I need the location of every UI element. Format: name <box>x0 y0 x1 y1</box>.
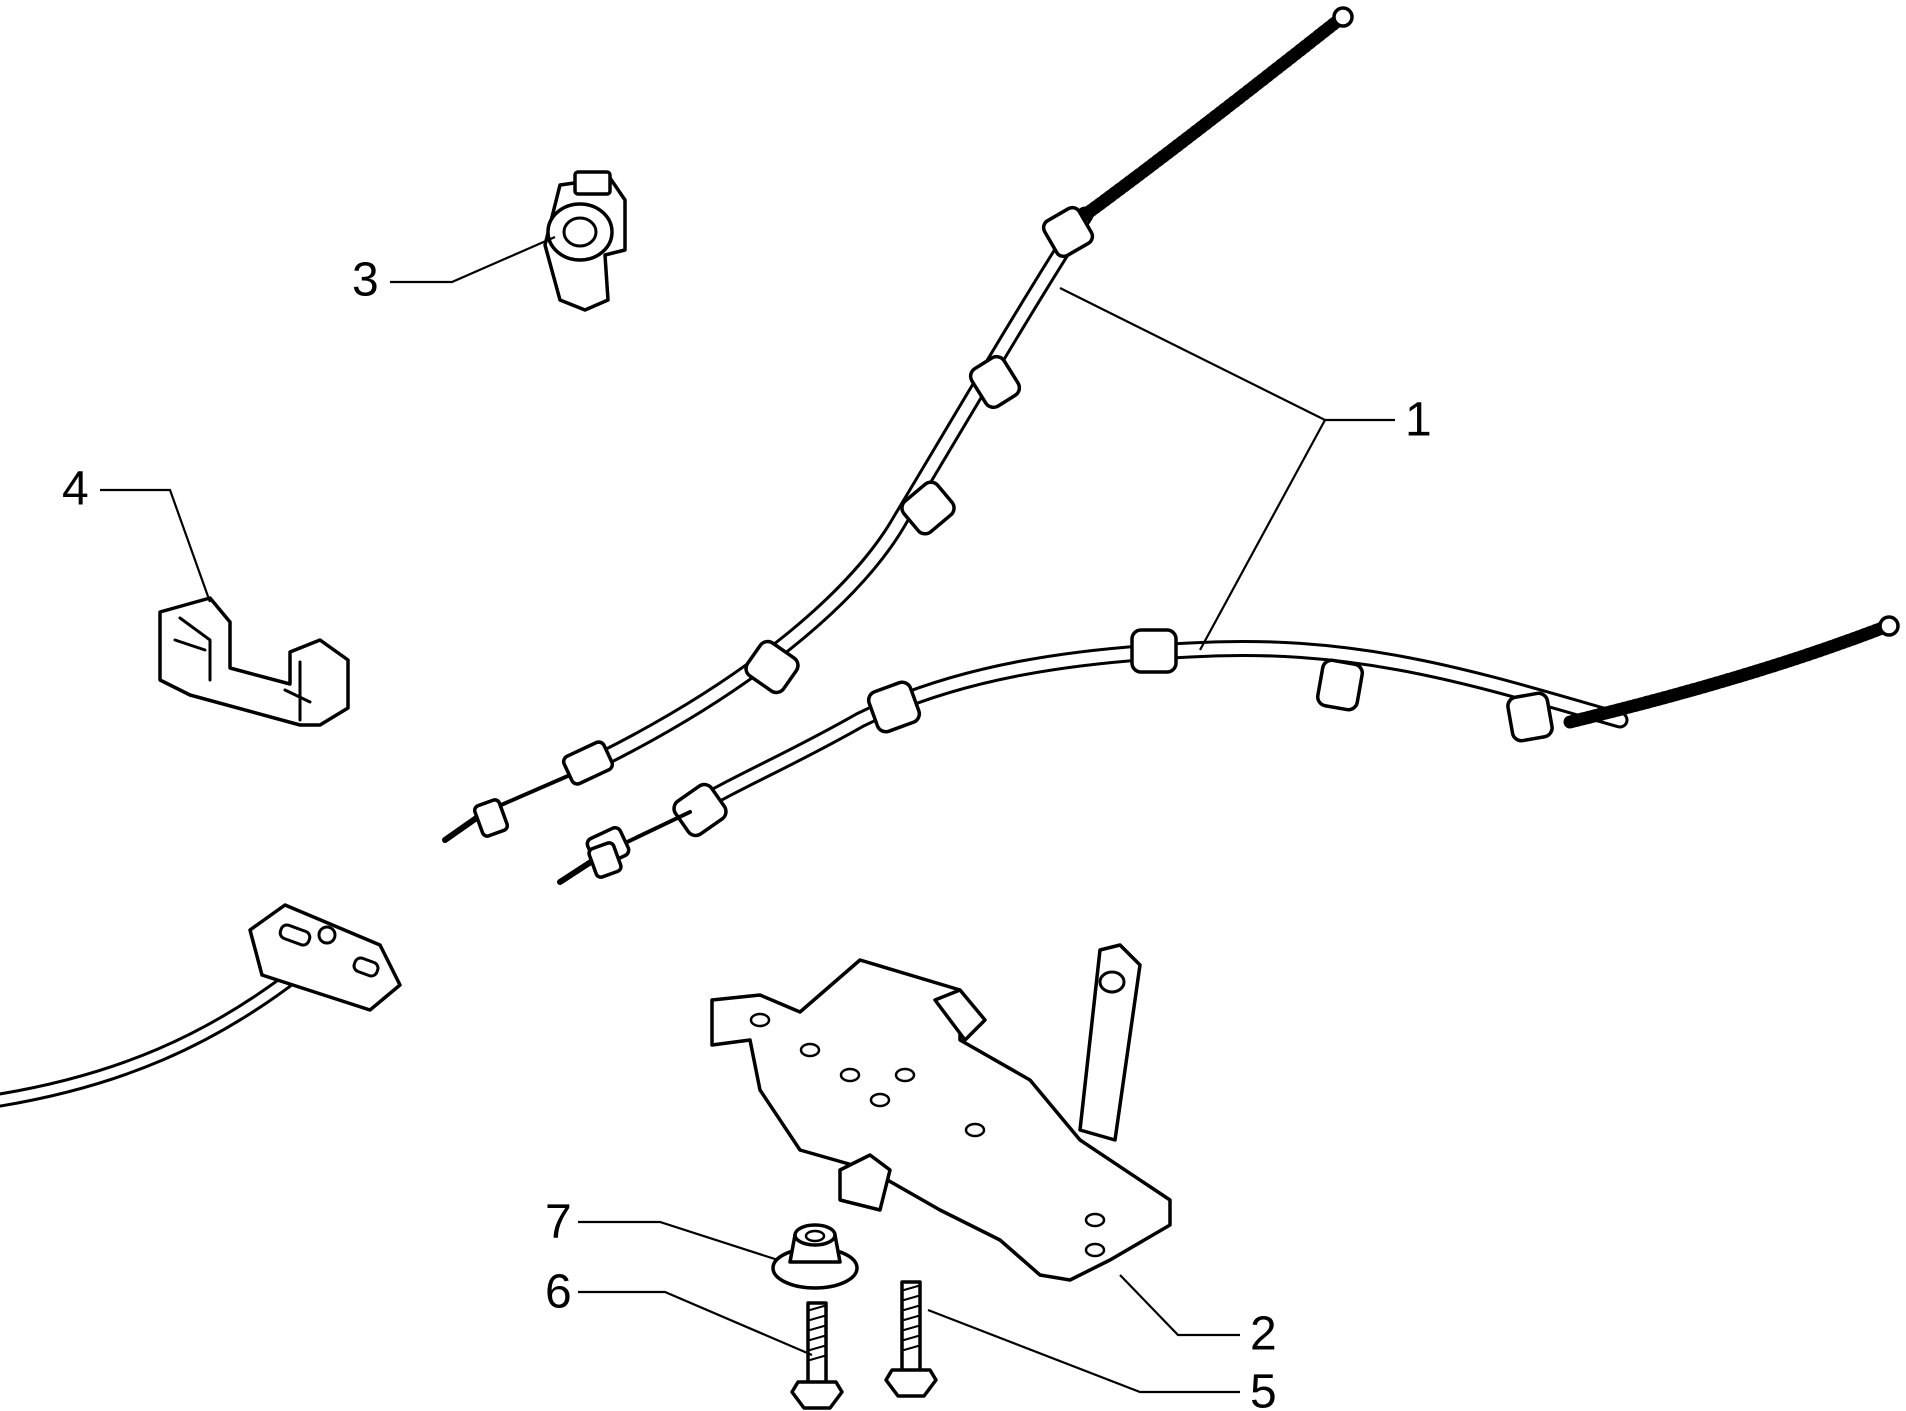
leader-2 <box>1119 1274 1240 1337</box>
leader-lines <box>100 235 1395 1394</box>
callout-4: 4 <box>62 463 89 516</box>
leader-6 <box>578 1290 813 1357</box>
bolt-5 <box>884 1280 938 1398</box>
bracket-2 <box>710 943 1172 1282</box>
leader-5 <box>927 1308 1240 1394</box>
callout-7: 7 <box>545 1196 572 1249</box>
callout-3: 3 <box>352 254 379 307</box>
bolt-6 <box>790 1301 844 1410</box>
leader-1-lower <box>1199 419 1326 651</box>
leader-4 <box>100 488 212 603</box>
leader-3 <box>390 235 556 284</box>
leader-7 <box>578 1220 779 1262</box>
callout-5: 5 <box>1250 1366 1277 1411</box>
cable-connector <box>0 903 402 1108</box>
leader-1-upper <box>1059 287 1326 421</box>
nut-7 <box>771 1223 859 1290</box>
callout-2: 2 <box>1250 1308 1277 1361</box>
callout-1: 1 <box>1405 394 1432 447</box>
cable-lower <box>557 615 1900 885</box>
callout-6: 6 <box>545 1266 572 1319</box>
callout-labels: 1 2 3 4 5 6 7 <box>62 254 1432 1411</box>
clip-3 <box>543 170 627 312</box>
cable-upper <box>442 6 1354 843</box>
bracket-4 <box>158 596 350 727</box>
